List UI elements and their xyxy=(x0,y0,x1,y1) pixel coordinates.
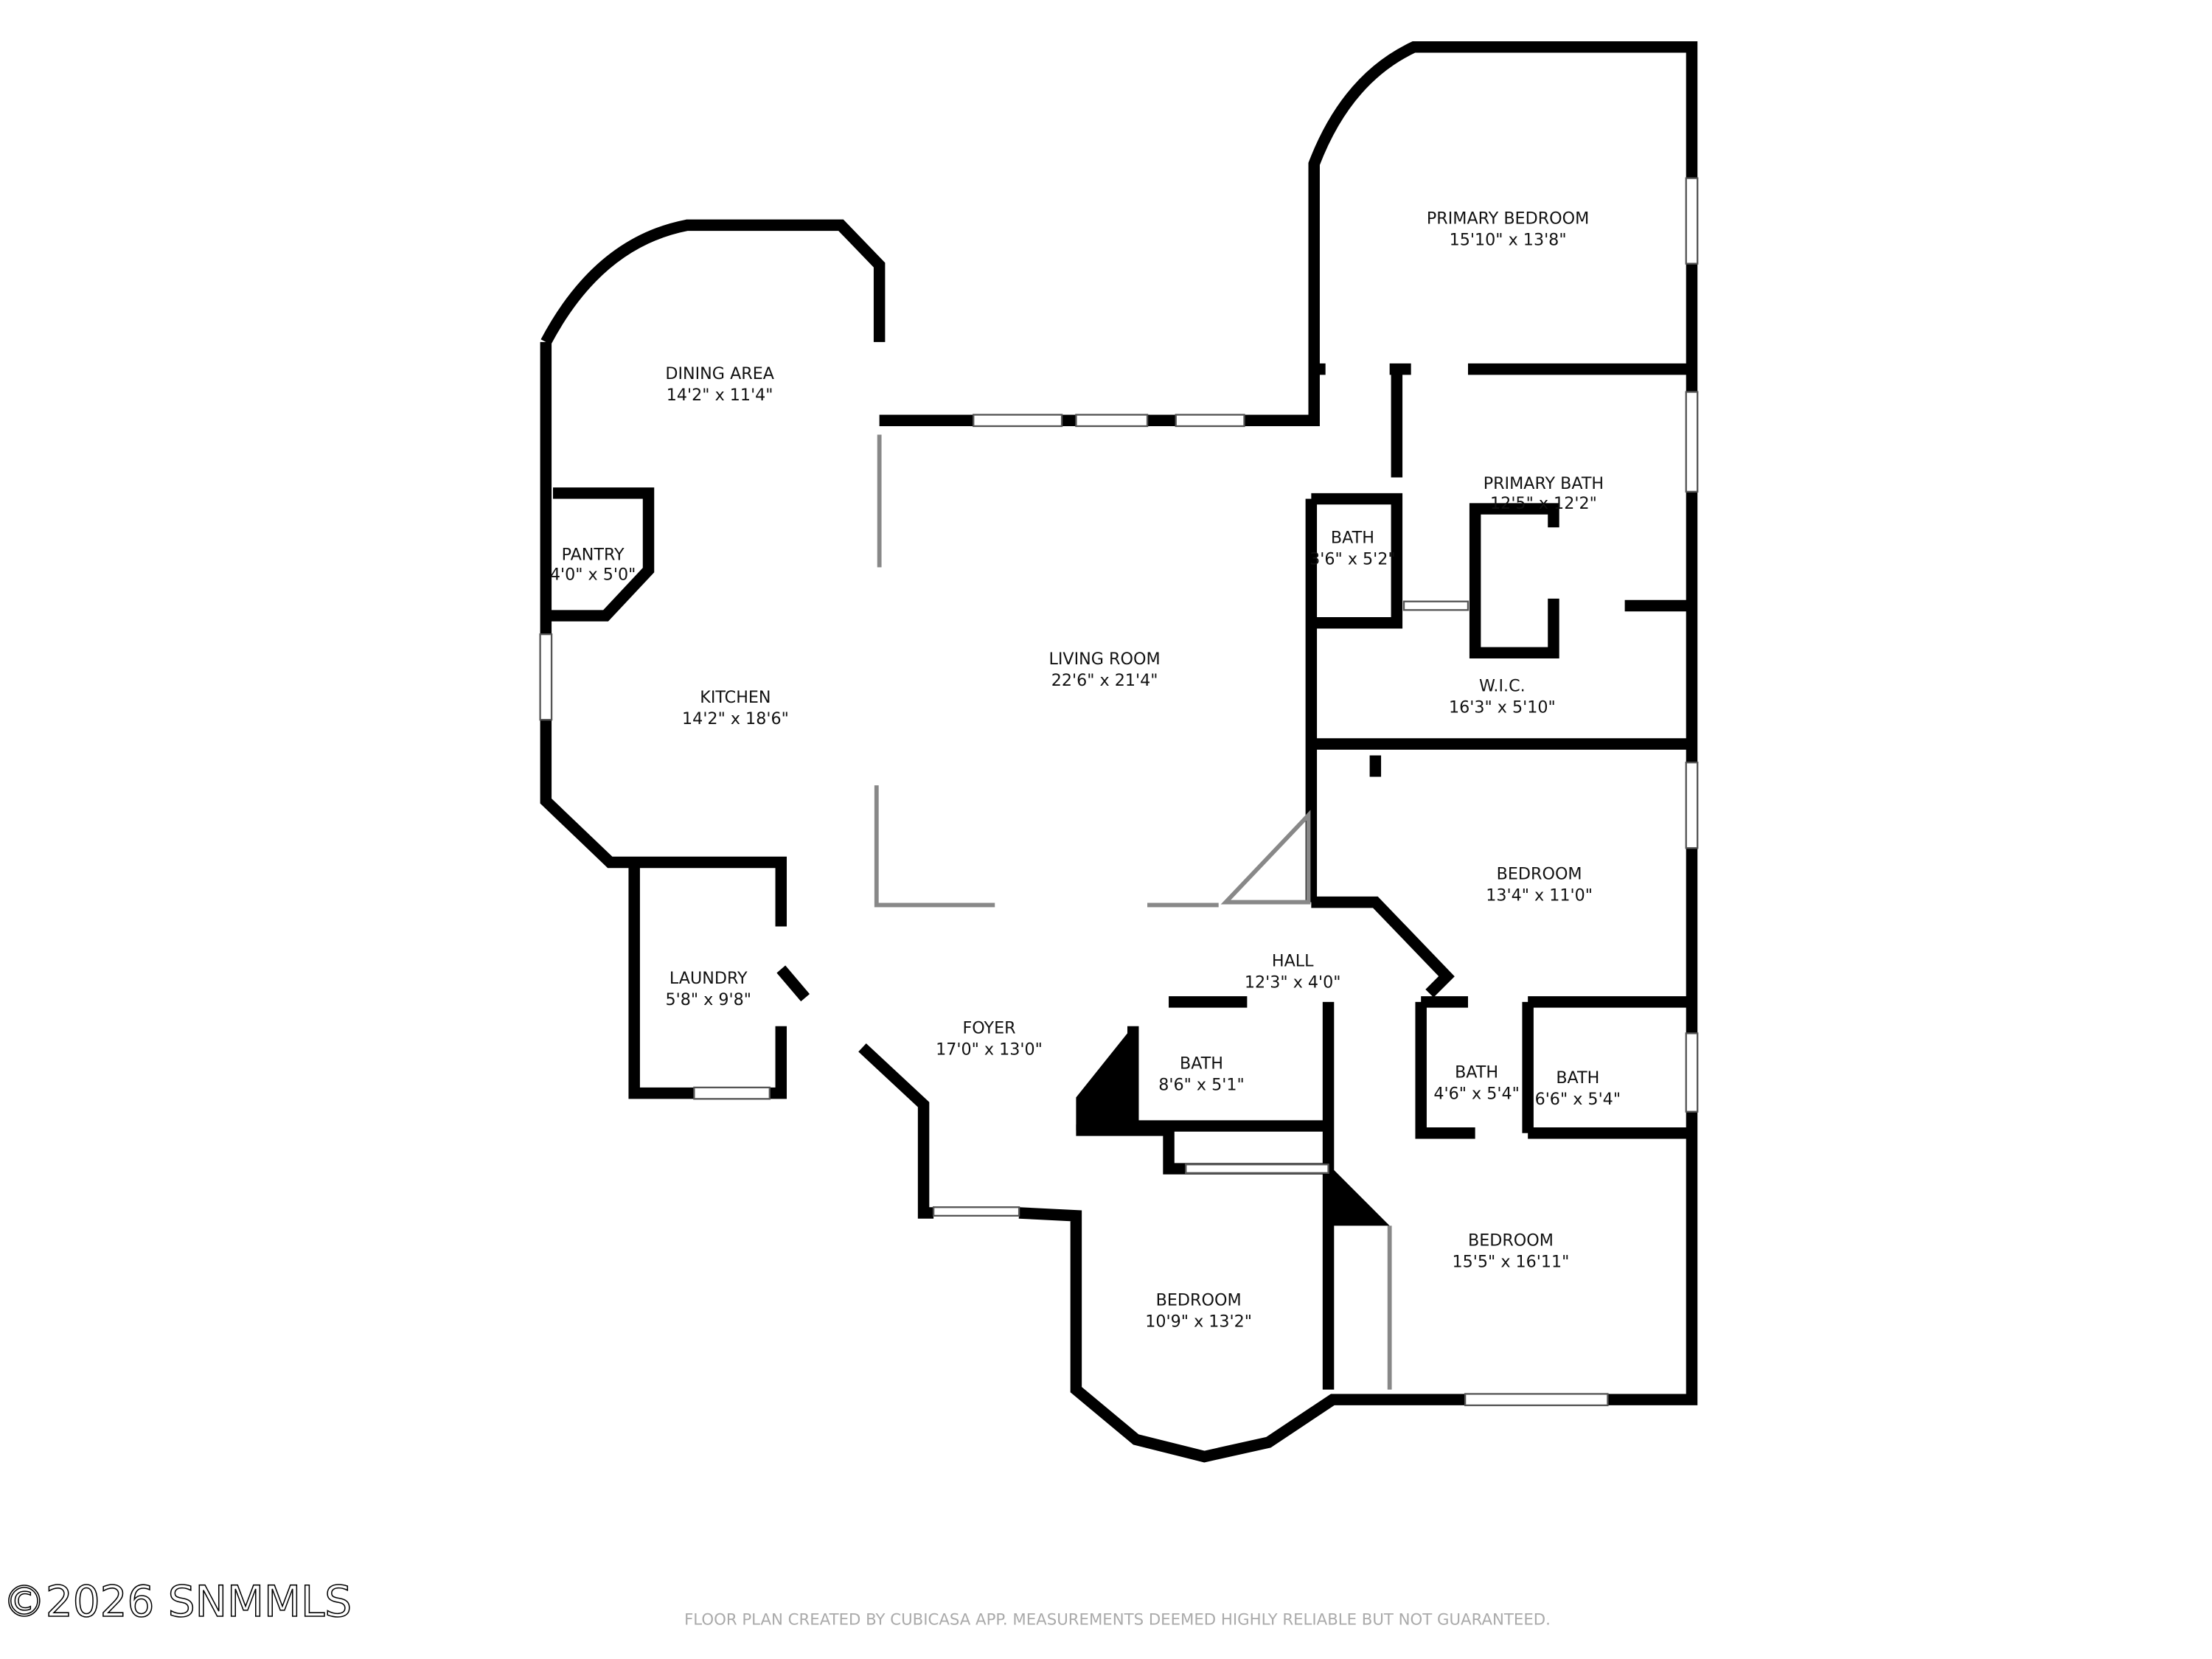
room-size: 22'6" x 21'4" xyxy=(1051,671,1158,690)
room-size: 15'10" x 13'8" xyxy=(1450,230,1567,249)
room-name: HALL xyxy=(1272,952,1314,971)
footer-disclaimer: FLOOR PLAN CREATED BY CUBICASA APP. MEAS… xyxy=(684,1611,1551,1630)
room-name: KITCHEN xyxy=(700,688,771,707)
interior-partitions xyxy=(874,434,1392,1390)
room-size: 15'5" x 16'11" xyxy=(1453,1252,1570,1271)
room-name: PRIMARY BEDROOM xyxy=(1427,209,1589,228)
room-name: BATH xyxy=(1455,1062,1498,1082)
room-size: 12'3" x 4'0" xyxy=(1245,973,1341,992)
room-name: DINING AREA xyxy=(665,364,774,383)
room-name: PANTRY xyxy=(562,546,625,565)
room-size: 14'2" x 11'4" xyxy=(667,386,773,405)
room-size: 4'6" x 5'4" xyxy=(1433,1084,1519,1103)
room-name: BEDROOM xyxy=(1156,1291,1242,1310)
room-name: PRIMARY BATH xyxy=(1484,474,1604,493)
room-name: BATH xyxy=(1180,1054,1223,1074)
room-size: 3'6" x 5'2" xyxy=(1310,549,1395,568)
room-name: BATH xyxy=(1556,1068,1599,1088)
room-labels: PRIMARY BEDROOM 15'10" x 13'8" DINING AR… xyxy=(550,209,1621,1331)
room-size: 12'5" x 12'2" xyxy=(1490,494,1597,513)
room-size: 13'4" x 11'0" xyxy=(1486,886,1593,905)
room-name: LAUNDRY xyxy=(669,969,748,988)
room-size: 6'6" x 5'4" xyxy=(1535,1090,1621,1109)
windows xyxy=(539,177,1699,1407)
room-name: BATH xyxy=(1331,528,1374,547)
room-size: 16'3" x 5'10" xyxy=(1449,698,1556,717)
room-name: BEDROOM xyxy=(1497,865,1582,884)
room-size: 14'2" x 18'6" xyxy=(682,709,789,728)
room-size: 4'0" x 5'0" xyxy=(550,566,636,585)
walls xyxy=(540,41,1698,1463)
room-name: W.I.C. xyxy=(1479,677,1526,696)
room-size: 10'9" x 13'2" xyxy=(1145,1312,1252,1332)
room-size: 8'6" x 5'1" xyxy=(1158,1076,1244,1095)
room-size: 17'0" x 13'0" xyxy=(936,1040,1043,1059)
room-size: 5'8" x 9'8" xyxy=(665,990,751,1009)
room-name: BEDROOM xyxy=(1468,1231,1554,1250)
watermark: ©2026 SNMMLS xyxy=(3,1576,352,1627)
room-name: LIVING ROOM xyxy=(1048,650,1160,669)
room-name: FOYER xyxy=(962,1018,1015,1037)
